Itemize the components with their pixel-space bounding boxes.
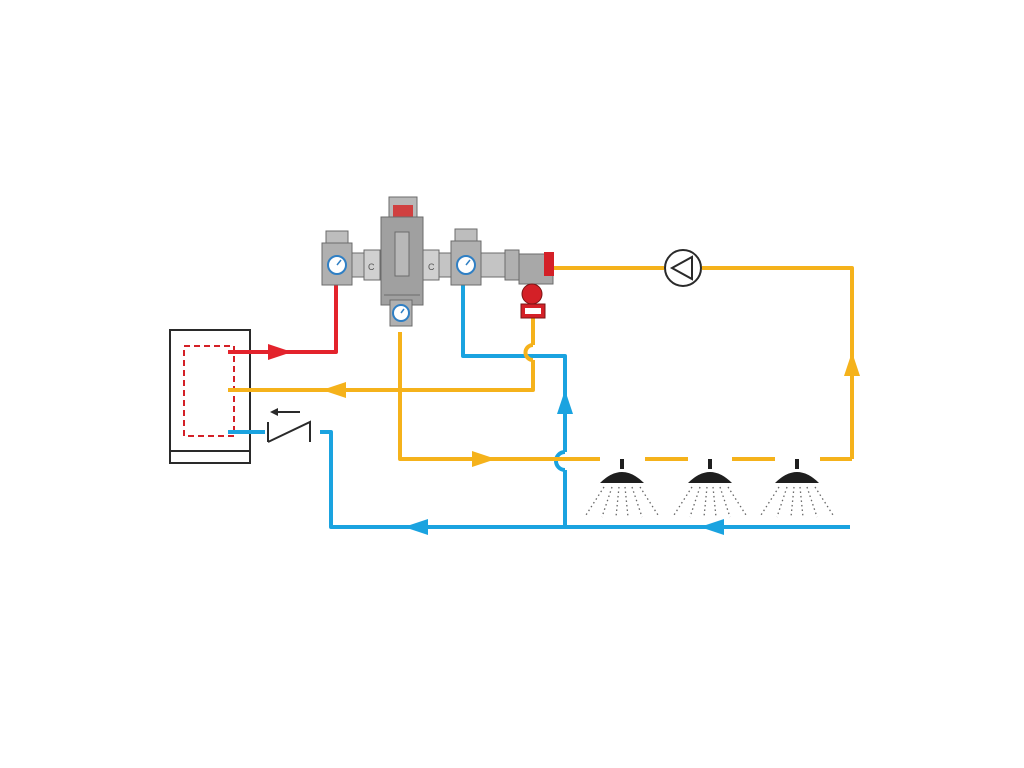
- thermostatic-mixing-valve-icon: [380, 196, 424, 327]
- svg-text:C: C: [368, 262, 375, 272]
- gauge-valve-icon: C: [422, 228, 506, 286]
- check-valve-icon: [267, 408, 311, 443]
- cold-main-arrow-1: [700, 519, 724, 535]
- shower-heads: [585, 459, 834, 518]
- gauge-valve-icon: C: [321, 230, 381, 286]
- shower-head-icon: [585, 459, 659, 518]
- balancing-valve-icon: [504, 249, 554, 319]
- water-heater: [169, 329, 251, 464]
- hot-flow-arrow: [268, 344, 292, 360]
- heater-body: [169, 329, 251, 464]
- mixed-riser-arrow: [844, 352, 860, 376]
- svg-text:C: C: [428, 262, 435, 272]
- cold-main-arrow-2: [404, 519, 428, 535]
- mixed-supply-arrow: [472, 451, 496, 467]
- mixed-return-riser: [702, 266, 854, 459]
- cold-water-pipes: [228, 282, 850, 529]
- shower-head-icon: [673, 459, 747, 518]
- cold-main-line: [320, 430, 850, 529]
- hot-heater-outlet: [228, 282, 338, 354]
- shower-head-icon: [760, 459, 834, 518]
- hot-water-pipes: [228, 282, 338, 354]
- mixed-return-to-heater: [228, 360, 535, 392]
- cold-riser-arrow: [557, 390, 573, 414]
- mixed-return-arrow: [322, 382, 346, 398]
- cold-riser-upper: [461, 282, 567, 452]
- mixed-supply-drop: [398, 332, 600, 461]
- mixed-return-hop: [523, 343, 534, 362]
- flow-arrows: [268, 344, 860, 535]
- circulation-pump-icon: [664, 249, 702, 287]
- valve-assembly: C C: [321, 196, 554, 327]
